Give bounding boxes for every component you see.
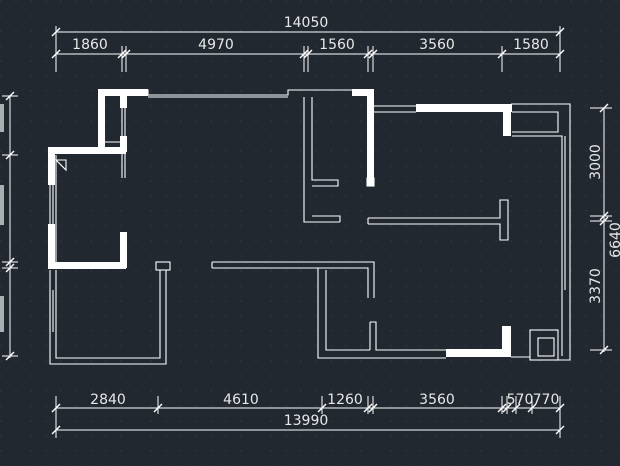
wall-segment [48, 224, 55, 268]
wall-segment [48, 262, 126, 269]
top-dimension-chain [51, 26, 565, 72]
top-dim-text-2: 4970 [198, 37, 234, 53]
wall-segment [446, 349, 508, 357]
wall-segment [367, 89, 374, 179]
bottom-dim-text-3: 1260 [327, 392, 363, 408]
wall-segment [48, 147, 55, 185]
bottom-dim-text-5: 570 [507, 392, 534, 408]
top-dim-text-4: 3560 [419, 37, 455, 53]
top-total-dim-text: 14050 [284, 15, 329, 31]
wall-segment [120, 96, 127, 108]
wall-segment [98, 89, 105, 147]
right-dim-text-1: 3000 [588, 144, 604, 180]
bottom-total-dim-text: 13990 [284, 413, 329, 429]
top-dim-text-1: 1860 [72, 37, 108, 53]
wall-segment [416, 104, 512, 112]
floor-plan [48, 89, 571, 365]
right-partial-dim-text: 6640 [608, 222, 620, 258]
wall-segment [98, 89, 148, 96]
bottom-dim-text-4: 3560 [419, 392, 455, 408]
wall-segment [502, 326, 511, 357]
right-dimension-chain [590, 103, 612, 355]
bottom-dim-text-6: 770 [533, 392, 560, 408]
wall-segment [352, 89, 374, 96]
bottom-dim-text-1: 2840 [90, 392, 126, 408]
wall-segment [48, 147, 126, 154]
top-dim-text-5: 1580 [513, 37, 549, 53]
left-dimension-chain [0, 91, 18, 361]
wall-segment [503, 104, 511, 136]
wall-segment [120, 232, 127, 268]
bottom-dimension-chain [51, 396, 565, 438]
bottom-dim-text-2: 4610 [223, 392, 259, 408]
right-dim-text-2: 3370 [588, 268, 604, 304]
top-dim-text-3: 1560 [319, 37, 355, 53]
wall-segment [120, 136, 127, 152]
